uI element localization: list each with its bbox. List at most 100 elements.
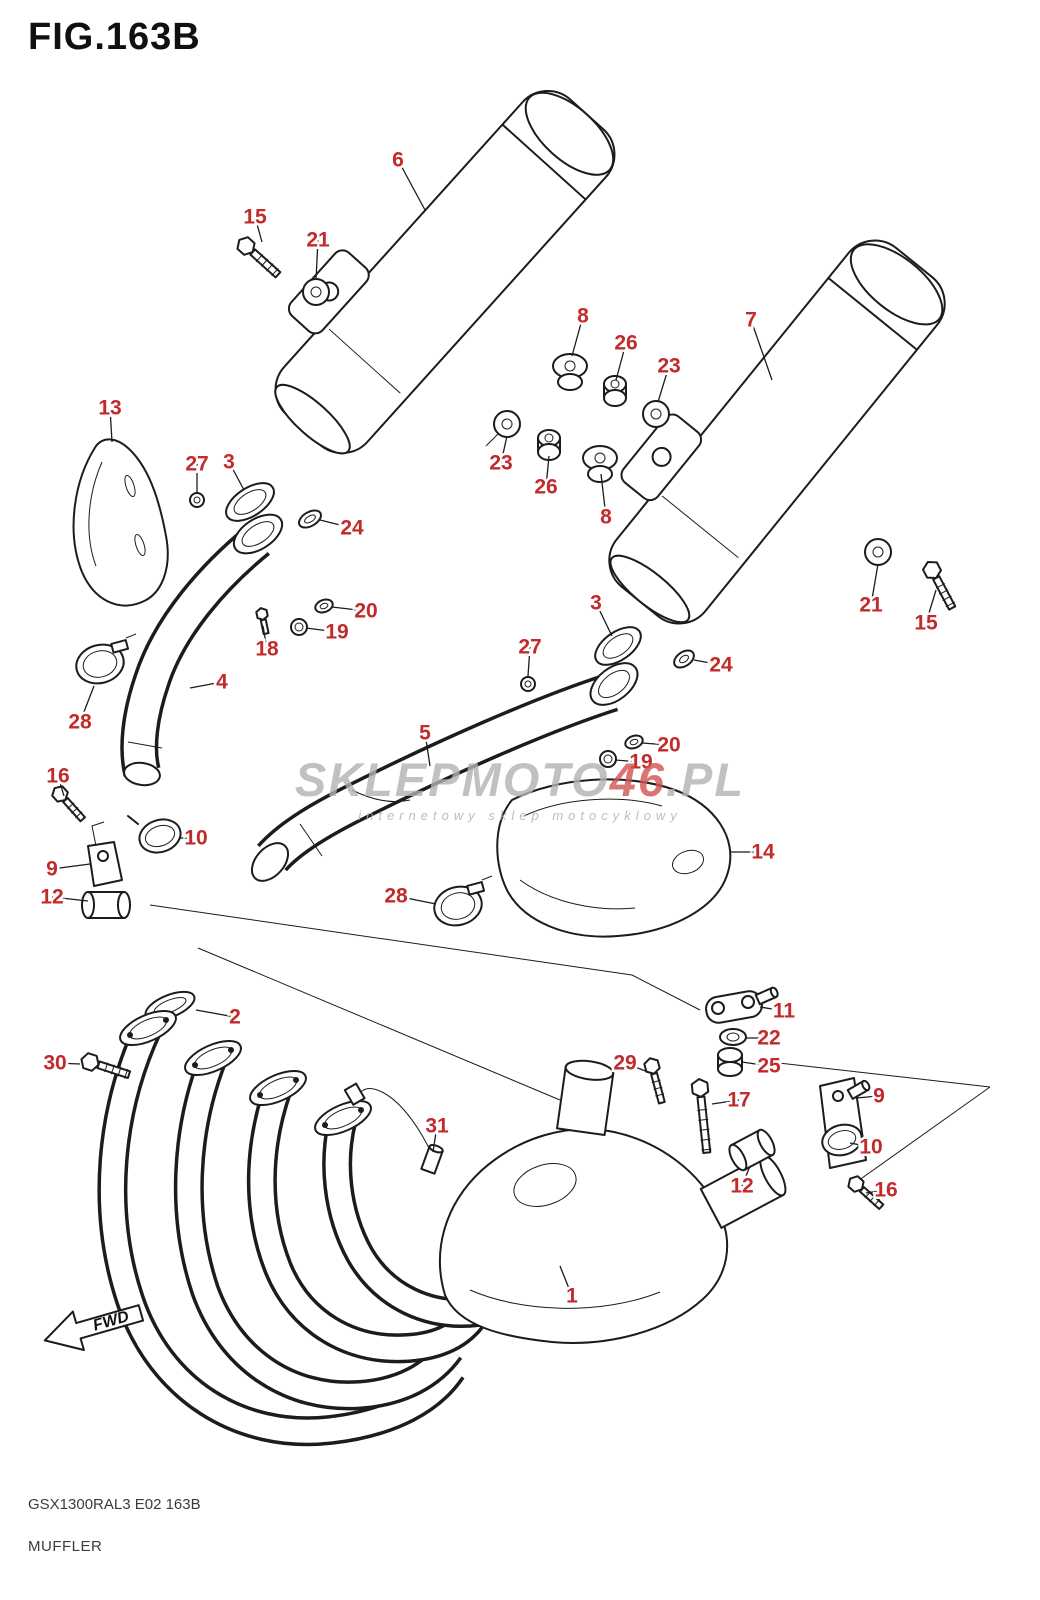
leader-line	[545, 455, 550, 488]
part-number-label: 9	[46, 858, 58, 881]
leader-line	[228, 461, 245, 491]
spacer-26-lower	[537, 429, 561, 461]
leader-line	[711, 1099, 740, 1105]
muffler-right-body	[608, 239, 946, 625]
clamp-28-left	[75, 633, 137, 685]
leader-line	[865, 1189, 887, 1194]
bracket-11	[705, 986, 779, 1024]
leader-line	[600, 473, 607, 518]
washer-27-center	[520, 676, 536, 692]
washer-20-left	[314, 598, 334, 614]
leader-line	[51, 896, 89, 902]
washer-20-center	[624, 734, 644, 750]
footer-model-code: GSX1300RAL3 E02 163B	[28, 1496, 201, 1513]
leader-line	[54, 1062, 81, 1065]
leader-line	[305, 627, 338, 633]
bolt-15-left	[236, 236, 282, 279]
part-number-label: 19	[629, 751, 652, 774]
part-number-label: 19	[325, 621, 348, 644]
leader-line	[693, 659, 722, 666]
leader-line	[657, 365, 670, 403]
bolt-15-right	[922, 561, 957, 611]
leader-line	[79, 685, 95, 723]
part-number-label: 30	[43, 1052, 66, 1075]
leader-line	[51, 863, 91, 870]
leader-line	[319, 519, 353, 529]
muffler-left-body	[274, 89, 616, 455]
part-number-label: 14	[751, 841, 775, 864]
leader-line	[741, 1165, 751, 1187]
part-number-label: 9	[873, 1085, 885, 1108]
part-number-label: 15	[914, 612, 938, 635]
leader-line	[195, 1009, 236, 1018]
part-number-label: 21	[859, 594, 883, 617]
oxygen-sensor	[343, 1082, 444, 1175]
part-number-label: 10	[184, 827, 207, 850]
screw-18	[255, 607, 270, 636]
leader-line	[615, 342, 627, 381]
leader-line	[559, 1265, 573, 1297]
leader-line	[395, 895, 437, 905]
spacer-12-right	[728, 1128, 776, 1172]
spacer-25	[717, 1047, 743, 1077]
leader-line	[614, 759, 642, 763]
part-number-label: 28	[68, 711, 92, 734]
part-number-label: 5	[419, 722, 431, 745]
collector-chamber	[439, 1128, 729, 1344]
part-number-label: 21	[306, 229, 330, 252]
mount-8-lower	[582, 445, 618, 483]
part-number-label: 16	[46, 765, 69, 788]
part-number-label: 7	[745, 309, 757, 332]
part-number-label: 6	[392, 149, 404, 172]
leader-line	[624, 1062, 649, 1073]
collector-stub-up	[556, 1059, 615, 1137]
leader-line	[57, 775, 65, 797]
collector-outlet-right	[699, 1154, 787, 1229]
heat-shield-left	[72, 438, 169, 607]
part-number-label: 3	[590, 592, 602, 615]
washer-24-left	[298, 509, 322, 529]
part-number-label: 26	[614, 332, 637, 355]
leader-line	[855, 1095, 880, 1099]
part-number-label: 23	[657, 355, 680, 378]
part-number-label: 27	[518, 636, 541, 659]
part-number-label: 2	[229, 1006, 241, 1029]
part-number-label: 20	[657, 734, 680, 757]
part-number-label: 24	[340, 517, 364, 540]
washer-21-left	[302, 278, 330, 306]
part-number-label: 22	[757, 1027, 780, 1050]
part-number-label: 28	[384, 885, 408, 908]
gasket-3-right	[594, 626, 642, 666]
part-number-label: 11	[773, 1000, 796, 1023]
leader-line	[870, 563, 879, 606]
bolt-30	[80, 1052, 132, 1079]
leader-line	[571, 315, 584, 357]
leader-line	[254, 216, 263, 243]
part-number-label: 26	[534, 476, 557, 499]
leader-line	[925, 589, 937, 624]
part-number-label: 17	[727, 1089, 750, 1112]
leader-line	[500, 435, 508, 464]
part-number-label: 8	[577, 305, 589, 328]
leader-line	[595, 602, 613, 637]
leader-line	[432, 1125, 438, 1153]
spacer-12-left	[81, 891, 131, 919]
heat-shield-right	[496, 778, 732, 938]
bracket-9-left	[87, 821, 123, 887]
part-number-label: 12	[40, 886, 63, 909]
part-number-label: 13	[98, 397, 121, 420]
clamp-10-right	[821, 1123, 863, 1157]
leader-line	[424, 732, 431, 767]
leader-line	[641, 742, 670, 746]
leader-line	[397, 159, 426, 211]
leader-lines	[51, 159, 937, 1297]
leader-line	[741, 1061, 770, 1067]
washer-24-right	[673, 649, 695, 669]
part-number-label: 1	[566, 1285, 578, 1308]
pipe-right	[250, 662, 639, 882]
part-number-label: 15	[243, 206, 267, 229]
leader-line	[759, 1006, 785, 1012]
clamp-28-center	[433, 875, 493, 927]
